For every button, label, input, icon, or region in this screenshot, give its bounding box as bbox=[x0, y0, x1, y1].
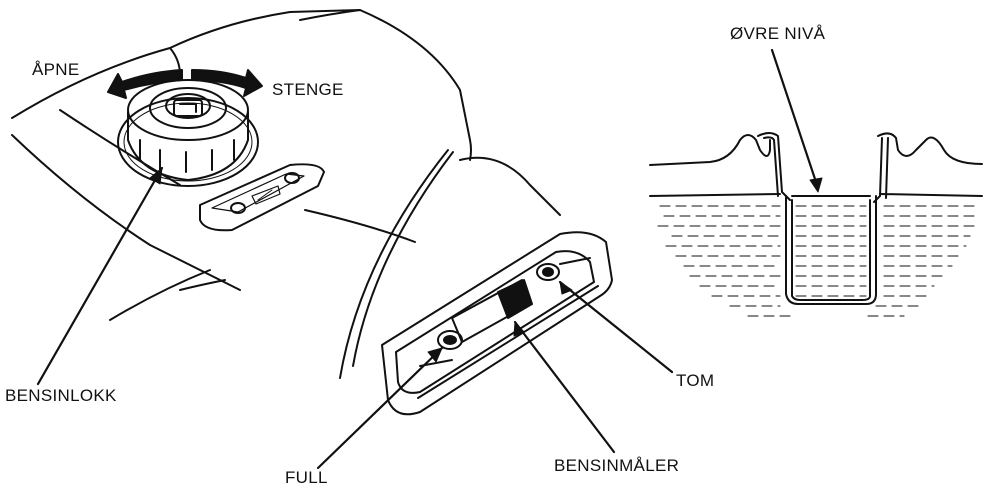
leader-lines bbox=[36, 166, 674, 470]
close-arrow bbox=[191, 69, 263, 97]
label-full: FULL bbox=[285, 468, 328, 487]
label-upper-level: ØVRE NIVÅ bbox=[730, 24, 826, 43]
label-open: ÅPNE bbox=[32, 60, 80, 79]
tank-outline bbox=[11, 9, 561, 379]
magnified-fuel-gauge bbox=[381, 231, 613, 416]
label-fuel-cap: BENSINLOKK bbox=[5, 386, 117, 405]
label-close: STENGE bbox=[272, 80, 344, 99]
small-fuel-gauge bbox=[199, 163, 325, 232]
fuel-cap-drawing bbox=[117, 79, 259, 187]
fuel-liquid-hatching bbox=[657, 205, 981, 317]
open-arrow bbox=[107, 69, 183, 99]
label-empty: TOM bbox=[676, 371, 715, 390]
label-fuel-gauge: BENSINMÅLER bbox=[554, 456, 680, 475]
filler-neck-section bbox=[649, 48, 983, 305]
